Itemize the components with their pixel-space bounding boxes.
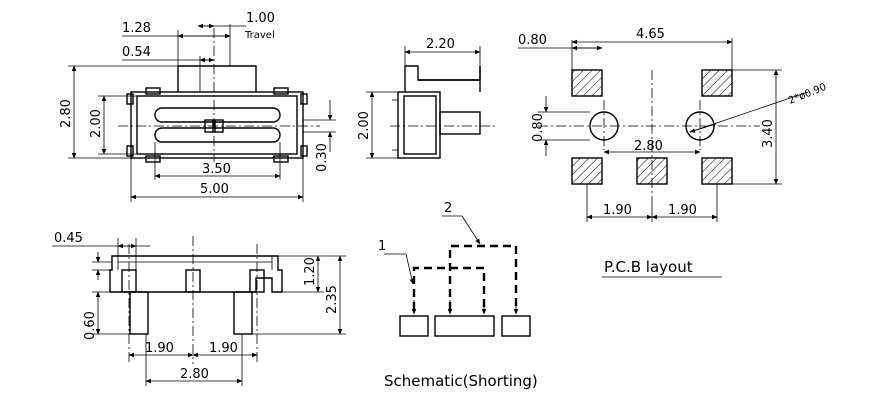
schematic: 1 2 Schematic(Shorting): [378, 201, 538, 390]
pcb-dim-0-80-left: 0.80: [531, 113, 546, 142]
pad-top-left: [571, 69, 603, 97]
pcb-dim-2-80: 2.80: [634, 139, 663, 154]
pcb-dim-4-65: 4.65: [636, 27, 665, 42]
schematic-label-1: 1: [378, 239, 386, 254]
bottom-dim-2-35: 2.35: [325, 285, 340, 314]
schematic-title: Schematic(Shorting): [384, 372, 538, 390]
pcb-dim-hole: 2*ø0.90: [787, 82, 828, 107]
pad-bottom-left: [571, 157, 603, 185]
bottom-dim-2-80: 2.80: [180, 367, 209, 382]
travel-label: Travel: [244, 30, 275, 41]
dim-5-00: 5.00: [200, 182, 229, 197]
dim-1-28: 1.28: [122, 21, 151, 36]
bottom-dim-1-20: 1.20: [303, 257, 318, 286]
pad-top-right: [701, 69, 733, 97]
dim-0-30: 0.30: [315, 143, 330, 172]
bottom-dim-0-45: 0.45: [54, 231, 83, 246]
pcb-dim-1-90-a: 1.90: [603, 203, 632, 218]
pcb-dim-0-80-top: 0.80: [518, 33, 547, 48]
hole-left: [589, 111, 619, 141]
pcb-dim-3-40: 3.40: [761, 119, 776, 148]
dim-1-00: 1.00: [246, 11, 275, 26]
side-dim-2-00: 2.00: [357, 111, 372, 140]
dim-2-80: 2.80: [59, 99, 74, 128]
side-dim-2-20: 2.20: [426, 37, 455, 52]
side-view: 2.20 2.00: [357, 37, 496, 159]
contact-center: [434, 315, 495, 337]
pcb-layout-title: P.C.B layout: [604, 258, 693, 276]
bottom-dim-1-90-a: 1.90: [145, 341, 174, 356]
bottom-dim-1-90-b: 1.90: [209, 341, 238, 356]
contact-left: [399, 315, 429, 337]
bottom-dim-0-60: 0.60: [83, 311, 98, 340]
schematic-label-2: 2: [444, 201, 452, 216]
pcb-layout: 0.80 4.65 2*ø0.90 0.80 2.80 3.40 1.90 1.…: [518, 27, 828, 278]
dim-2-00: 2.00: [89, 109, 104, 138]
contact-right: [501, 315, 531, 337]
bottom-view: 0.45 0.60 1.20 2.35 1.90 1.90 2.80: [52, 231, 346, 386]
front-view: 1.28 1.00 Travel 0.54 2.80 2.00 3.50 5.0…: [59, 11, 336, 202]
dim-3-50: 3.50: [202, 162, 231, 177]
hole-right: [685, 111, 715, 141]
pad-bottom-center: [636, 157, 668, 185]
pad-bottom-right: [701, 157, 733, 185]
pcb-dim-1-90-b: 1.90: [668, 203, 697, 218]
dim-0-54: 0.54: [122, 45, 151, 60]
